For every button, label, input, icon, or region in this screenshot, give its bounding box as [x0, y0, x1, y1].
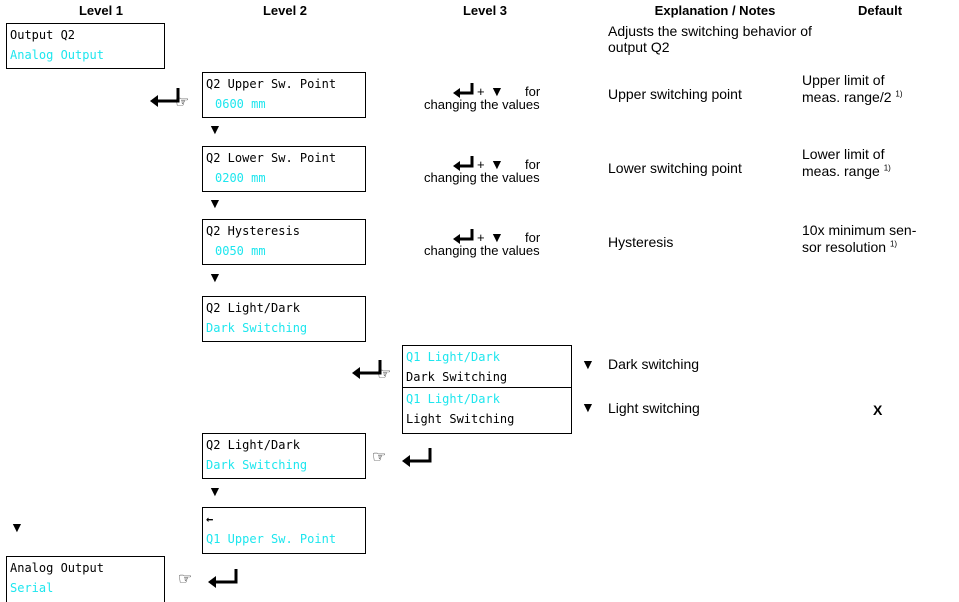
- menu-box-line: 0600 mm: [215, 97, 266, 111]
- menu-box-line: Output Q2: [10, 28, 76, 42]
- header-default: Default: [857, 3, 903, 18]
- for-label: for: [525, 157, 541, 172]
- menu-box-line: Q1 Light/Dark: [406, 350, 500, 364]
- hand-icon: ☞: [175, 94, 190, 111]
- down-triangle-icon: ▼: [490, 229, 504, 245]
- changing-values-label: changing the values: [424, 97, 540, 112]
- menu-box-q2-upper-switching-point[interactable]: Q2 Upper Sw. Point 0600 mm: [202, 72, 366, 118]
- menu-box-line: Dark Switching: [206, 458, 308, 472]
- menu-box-line: Light Switching: [406, 412, 515, 426]
- menu-box-analog-output[interactable]: Analog Output Serial: [6, 556, 165, 602]
- note-adjusts: Adjusts the switching behavior of output…: [608, 23, 812, 55]
- down-triangle-icon: ▼: [10, 519, 24, 535]
- changing-values-label: changing the values: [424, 170, 540, 185]
- menu-box-line: Q2 Lower Sw. Point: [206, 151, 337, 165]
- menu-box-line: Q2 Upper Sw. Point: [206, 77, 337, 91]
- default-upper-line-1: Upper limit of: [802, 72, 885, 88]
- down-triangle-icon: ▼: [208, 483, 222, 499]
- plus-sign: +: [477, 84, 485, 99]
- default-hysteresis-line-1: 10x minimum sen-: [802, 222, 917, 238]
- default-hysteresis-text: sor resolution: [802, 239, 887, 255]
- plus-sign: +: [477, 157, 485, 172]
- header-level-2: Level 2: [262, 3, 308, 18]
- menu-box-line: Q2 Light/Dark: [206, 438, 300, 452]
- menu-box-line: 0200 mm: [215, 171, 266, 185]
- default-upper-line-2: meas. range/2 1): [802, 89, 903, 105]
- hand-icon: ☞: [372, 449, 387, 466]
- default-upper-text: meas. range/2: [802, 89, 892, 105]
- note-upper-switching-point: Upper switching point: [608, 86, 742, 102]
- menu-box-line: Analog Output: [10, 48, 104, 62]
- enter-arrow-icon: [453, 83, 474, 98]
- default-lower-line-1: Lower limit of: [802, 146, 885, 162]
- menu-box-line: Q2 Hysteresis: [206, 224, 300, 238]
- menu-box-line: Q1 Upper Sw. Point: [206, 532, 337, 546]
- menu-box-q2-light-dark-confirm[interactable]: Q2 Light/Dark Dark Switching: [202, 433, 366, 479]
- hand-icon: ☞: [178, 571, 193, 588]
- for-label: for: [525, 230, 541, 245]
- header-level-3: Level 3: [462, 3, 508, 18]
- note-light-switching: Light switching: [608, 400, 700, 416]
- enter-arrow-icon: [208, 569, 238, 588]
- down-triangle-icon: ▼: [208, 269, 222, 285]
- menu-box-q1-upper-switching-point[interactable]: ← Q1 Upper Sw. Point: [202, 507, 366, 554]
- footnote-marker: 1): [889, 239, 898, 249]
- menu-box-q2-light-dark[interactable]: Q2 Light/Dark Dark Switching: [202, 296, 366, 342]
- note-hysteresis: Hysteresis: [608, 234, 674, 250]
- down-triangle-icon: ▼: [208, 121, 222, 137]
- note-dark-switching: Dark switching: [608, 356, 700, 372]
- enter-arrow-icon: [453, 156, 474, 171]
- menu-box-q1-dark-switching[interactable]: Q1 Light/Dark Dark Switching: [402, 345, 572, 392]
- note-lower-switching-point: Lower switching point: [608, 160, 742, 176]
- plus-sign: +: [477, 230, 485, 245]
- menu-box-line: 0050 mm: [215, 244, 266, 258]
- down-triangle-icon: ▼: [490, 83, 504, 99]
- menu-box-line: Dark Switching: [206, 321, 308, 335]
- enter-arrow-icon: [352, 360, 382, 379]
- default-light-switching-mark: X: [873, 402, 883, 418]
- menu-box-line: Q2 Light/Dark: [206, 301, 300, 315]
- menu-box-line: Dark Switching: [406, 370, 508, 384]
- menu-box-line: Analog Output: [10, 561, 104, 575]
- footnote-marker: 1): [883, 163, 891, 173]
- menu-box-line: Q1 Light/Dark: [406, 392, 500, 406]
- header-level-1: Level 1: [78, 3, 124, 18]
- enter-arrow-icon: [150, 88, 180, 107]
- down-triangle-icon: ▼: [581, 399, 595, 415]
- menu-box-line: Serial: [10, 581, 54, 595]
- enter-arrow-icon: [453, 229, 474, 244]
- for-label: for: [525, 84, 541, 99]
- default-lower-text: meas. range: [802, 163, 880, 179]
- menu-box-output-q2[interactable]: Output Q2 Analog Output: [6, 23, 165, 69]
- changing-values-label: changing the values: [424, 243, 540, 258]
- back-arrow-icon: ←: [206, 512, 214, 526]
- default-lower-line-2: meas. range 1): [802, 163, 891, 179]
- down-triangle-icon: ▼: [490, 156, 504, 172]
- down-triangle-icon: ▼: [581, 356, 595, 372]
- menu-box-q2-lower-switching-point[interactable]: Q2 Lower Sw. Point 0200 mm: [202, 146, 366, 192]
- enter-arrow-icon: [402, 448, 432, 467]
- menu-box-q1-light-switching[interactable]: Q1 Light/Dark Light Switching: [402, 387, 572, 434]
- header-explanation-notes: Explanation / Notes: [654, 3, 776, 18]
- footnote-marker: 1): [895, 89, 903, 99]
- default-hysteresis-line-2: sor resolution 1): [802, 239, 897, 255]
- hand-icon: ☞: [377, 366, 392, 383]
- menu-box-q2-hysteresis[interactable]: Q2 Hysteresis 0050 mm: [202, 219, 366, 265]
- down-triangle-icon: ▼: [208, 195, 222, 211]
